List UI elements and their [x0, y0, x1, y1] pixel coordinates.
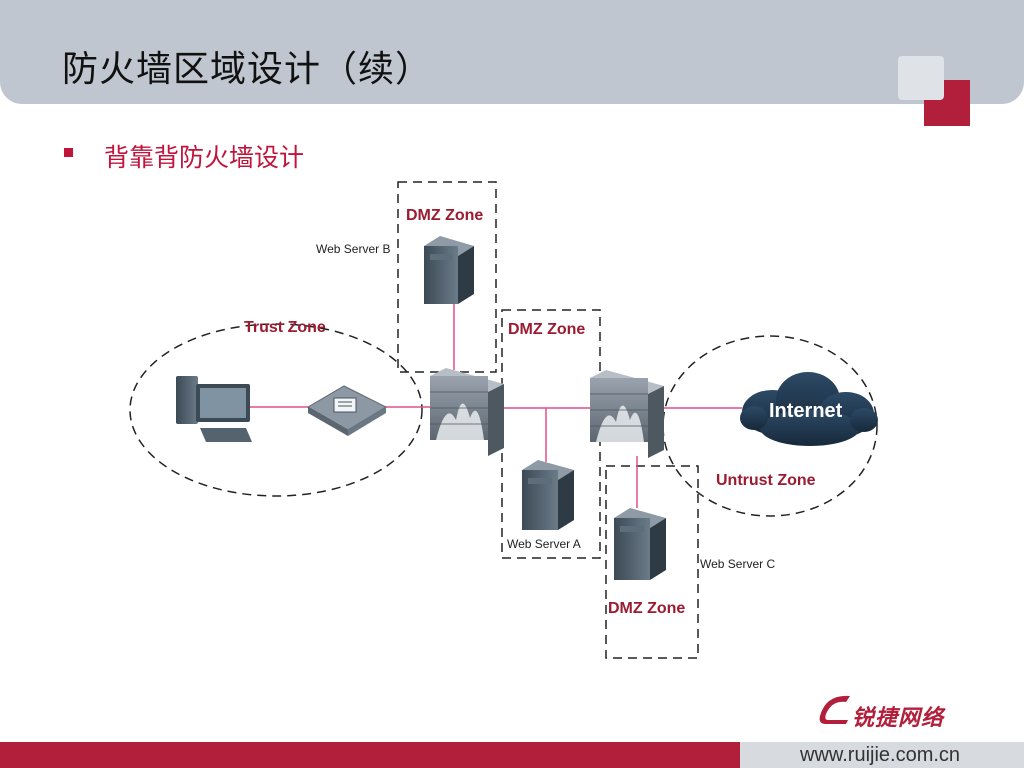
footer-bar-gray: [740, 742, 1024, 768]
internet-cloud-icon: [740, 372, 878, 446]
server-b-label: Web Server B: [316, 242, 390, 256]
server-a-label: Web Server A: [507, 537, 581, 551]
logo-text: 锐捷网络: [852, 706, 945, 731]
pc-icon: [176, 376, 252, 442]
dmz-zone-bottom-label: DMZ Zone: [608, 600, 685, 617]
switch-icon: [307, 385, 388, 436]
dmz-zone-top-label: DMZ Zone: [406, 207, 483, 224]
network-links: [250, 304, 742, 508]
dmz-zone-middle-label: DMZ Zone: [508, 321, 585, 338]
firewall-icon-2: [590, 370, 664, 458]
firewall-icon-1: [430, 368, 504, 456]
server-c-label: Web Server C: [700, 557, 775, 571]
title-bar: [0, 0, 1024, 104]
slide-title: 防火墙区域设计（续）: [62, 49, 433, 90]
internet-label: Internet: [769, 400, 843, 422]
ruijie-logo-icon: [819, 695, 850, 724]
trust-zone-boundary: [129, 323, 423, 497]
server-icon-c: [614, 508, 666, 580]
trust-zone-label: Trust Zone: [244, 319, 326, 336]
footer-bar-red: [0, 742, 740, 768]
server-icon-b: [424, 236, 474, 304]
dmz-zone-middle-boundary: [501, 309, 601, 559]
untrust-zone-boundary: [662, 335, 878, 517]
untrust-zone-label: Untrust Zone: [716, 472, 816, 489]
bullet-marker: [64, 148, 73, 157]
footer-url: www.ruijie.com.cn: [800, 744, 961, 766]
server-icon-a: [522, 460, 574, 530]
bullet-text: 背靠背防火墙设计: [104, 143, 305, 172]
corner-decoration-gray: [898, 56, 944, 100]
dmz-zone-bottom-boundary: [605, 465, 699, 659]
